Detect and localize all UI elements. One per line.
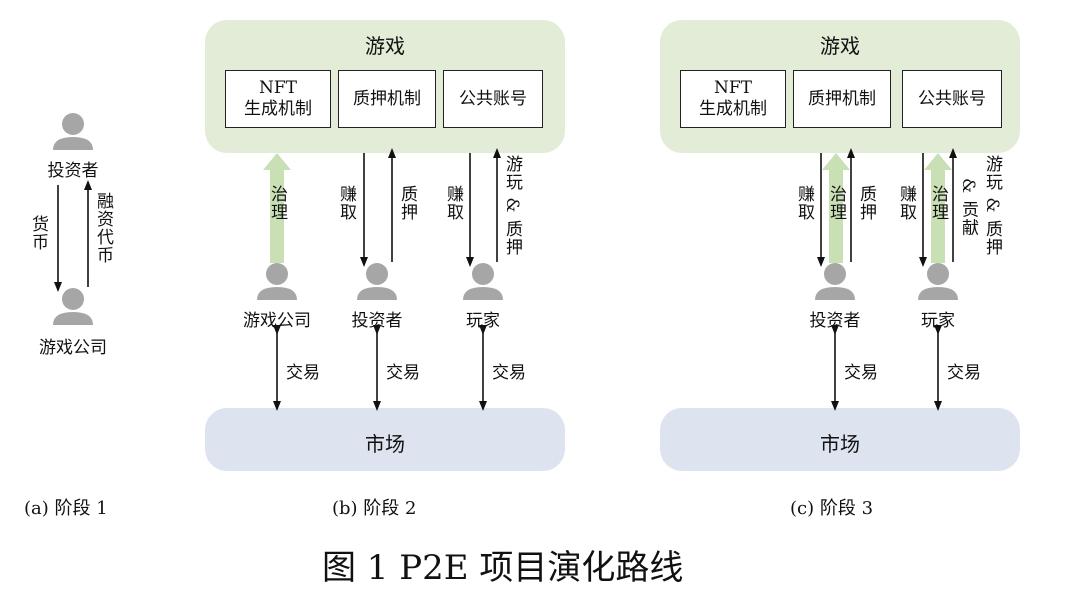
governance-label-b: 治理 [267,185,287,221]
nft-line1-c: NFT [713,78,752,98]
investor-label-b: 投资者 [351,311,403,331]
governance-label-c2: 治理 [928,185,948,221]
public-account-box-b: 公共账号 [443,70,543,128]
game-title-b: 游戏 [365,34,405,58]
market-panel-c [660,408,1020,471]
caption-a: (a) 阶段 1 [24,498,108,519]
company-label-a: 游戏公司 [39,338,107,358]
governance-arrow-c2 [924,153,952,263]
governance-arrow-c1 [822,153,850,263]
nft-mechanism-box-c: NFT 生成机制 [680,70,786,128]
figure-caption: 图 1 P2E 项目演化路线 [322,548,684,588]
market-panel-b [205,408,565,471]
play-stake-label-c: 游玩 & 质押 [982,155,1002,256]
person-icon-company-a [53,288,93,325]
investor-label-c: 投资者 [809,311,861,331]
contribute-label-c: & 贡献 [958,178,978,237]
person-icon-player-c [918,263,958,300]
stake-label-b1: 质押 [397,185,417,221]
nft-line2-b: 生成机制 [244,99,312,119]
person-icon-company-b [257,263,297,300]
earn-label-b2: 赚取 [443,185,463,221]
company-label-b: 游戏公司 [243,311,311,331]
person-icon-player-b [463,263,503,300]
nft-mechanism-box-b: NFT 生成机制 [225,70,331,128]
game-title-c: 游戏 [820,34,860,58]
nft-line1-b: NFT [258,78,297,98]
trade-label-b3: 交易 [492,363,526,383]
player-label-c: 玩家 [921,311,955,331]
token-label-a: 融资代币 [93,192,113,264]
player-label-b: 玩家 [466,311,500,331]
governance-arrow-b [263,153,291,263]
person-icon-investor-c [815,263,855,300]
stake-mechanism-box-c: 质押机制 [793,70,891,128]
stake-label-c1: 质押 [856,185,876,221]
earn-label-c2: 赚取 [896,185,916,221]
trade-label-b1: 交易 [286,363,320,383]
nft-line2-c: 生成机制 [699,99,767,119]
stake-mechanism-box-b: 质押机制 [338,70,436,128]
governance-label-c1: 治理 [826,185,846,221]
earn-label-b1: 赚取 [336,185,356,221]
caption-b: (b) 阶段 2 [332,498,417,519]
caption-c: (c) 阶段 3 [790,498,874,519]
person-icon-investor-b [357,263,397,300]
earn-label-c1: 赚取 [794,185,814,221]
play-stake-label-b: 游玩 & 质押 [502,155,522,256]
public-account-box-c: 公共账号 [902,70,1002,128]
trade-label-b2: 交易 [386,363,420,383]
trade-label-c2: 交易 [947,363,981,383]
money-label-a: 货币 [28,215,48,251]
market-title-b: 市场 [365,432,405,456]
market-title-c: 市场 [820,432,860,456]
trade-label-c1: 交易 [844,363,878,383]
person-icon-investor-a [53,113,93,150]
investor-label-a: 投资者 [47,161,99,181]
